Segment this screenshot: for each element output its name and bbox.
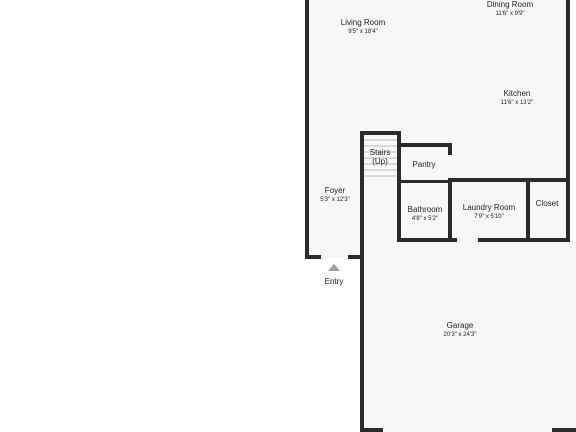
room-dims-foyer: 5'3" x 12'3" (320, 197, 350, 203)
wall (361, 428, 383, 432)
garage-floor (362, 242, 576, 432)
wall (397, 131, 401, 242)
triangle-up-icon (328, 264, 340, 271)
wall (348, 255, 364, 259)
foyer-floor (308, 130, 361, 257)
room-name-closet: Closet (536, 199, 559, 208)
room-dims-living-room: 9'5" x 18'4" (348, 29, 378, 35)
wall (397, 143, 452, 147)
room-name-pantry: Pantry (412, 160, 435, 169)
room-name-foyer: Foyer (325, 186, 346, 195)
wall (566, 0, 570, 242)
room-note-stairs: (Up) (372, 157, 388, 166)
wall (360, 133, 364, 432)
wall (452, 178, 570, 182)
room-dims-dining-room: 11'6" x 9'9" (495, 11, 524, 17)
wall (305, 255, 321, 259)
room-dims-bathroom: 4'8" x 5'2" (412, 216, 438, 222)
wall (552, 428, 576, 432)
wall (478, 238, 527, 242)
wall (448, 143, 452, 155)
room-name-stairs: Stairs (370, 148, 390, 157)
room-dims-kitchen: 11'6" x 13'2" (501, 100, 533, 106)
room-name-dining-room: Dining Room (487, 0, 534, 9)
room-name-living-room: Living Room (341, 18, 386, 27)
room-name-bathroom: Bathroom (408, 205, 443, 214)
room-name-garage: Garage (447, 321, 474, 330)
wall (448, 178, 452, 242)
room-dims-garage: 20'3" x 24'3" (444, 332, 477, 338)
wall (397, 238, 457, 242)
wall (526, 238, 570, 242)
entry-label: Entry (325, 277, 344, 286)
wall (526, 180, 530, 242)
wall (305, 0, 309, 259)
room-name-kitchen: Kitchen (504, 89, 531, 98)
room-dims-laundry-room: 7'9" x 5'10" (474, 214, 504, 220)
stairs-treads (364, 139, 397, 177)
wall (360, 131, 400, 135)
wall (401, 180, 448, 183)
room-name-laundry-room: Laundry Room (463, 203, 516, 212)
